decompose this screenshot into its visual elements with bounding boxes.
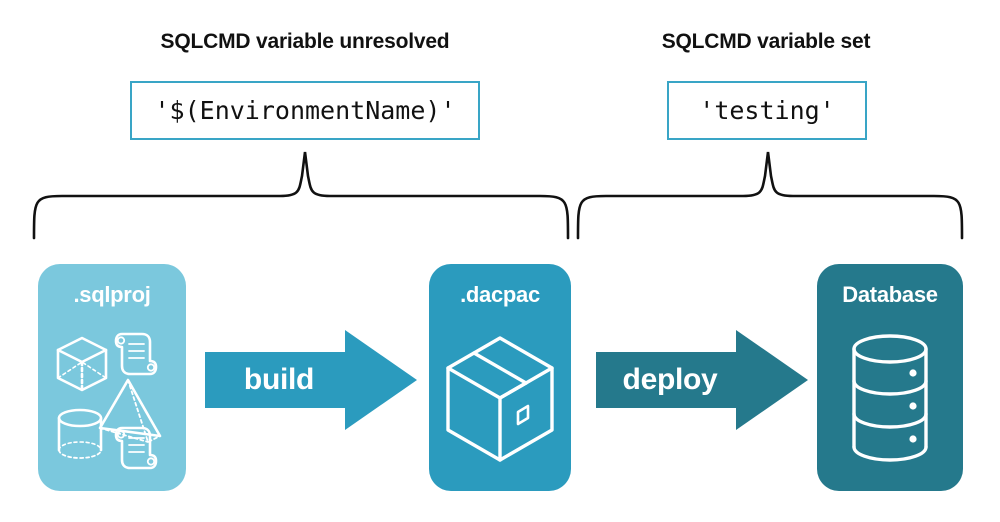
stage-art-sqlproj <box>38 316 186 481</box>
stage-art-dacpac <box>429 316 571 481</box>
stage-art-database <box>817 316 963 481</box>
group-header-sqlcmd-set: SQLCMD variable set <box>661 30 871 53</box>
arrow-build: build <box>205 330 417 430</box>
pyramid-icon <box>98 378 162 443</box>
curly-brace-left <box>32 151 570 240</box>
arrow-body-deploy <box>596 330 808 430</box>
code-box-testing: 'testing' <box>667 81 867 140</box>
stage-box-sqlproj: .sqlproj <box>38 264 186 491</box>
group-header-sqlcmd-unresolved: SQLCMD variable unresolved <box>160 30 450 53</box>
stage-box-database: Database <box>817 264 963 491</box>
stage-box-dacpac: .dacpac <box>429 264 571 491</box>
curly-brace-right <box>576 151 964 240</box>
cylinder-icon <box>57 408 103 459</box>
stage-label-sqlproj: .sqlproj <box>73 282 151 307</box>
cube-icon <box>56 336 108 391</box>
arrow-body-build <box>205 330 417 430</box>
code-box-environment-name: '$(EnvironmentName)' <box>130 81 480 140</box>
stage-label-database: Database <box>842 282 938 307</box>
arrow-deploy: deploy <box>596 330 808 430</box>
script-scroll-icon-top <box>114 332 158 375</box>
database-cylinder-icon <box>852 333 928 462</box>
shapes-and-scripts-icon <box>56 332 162 469</box>
arrow-shape-build <box>205 330 417 430</box>
script-scroll-icon-bottom <box>114 426 158 469</box>
arrow-shape-deploy <box>596 330 808 430</box>
package-box-icon <box>446 335 554 462</box>
stage-label-dacpac: .dacpac <box>460 282 540 307</box>
